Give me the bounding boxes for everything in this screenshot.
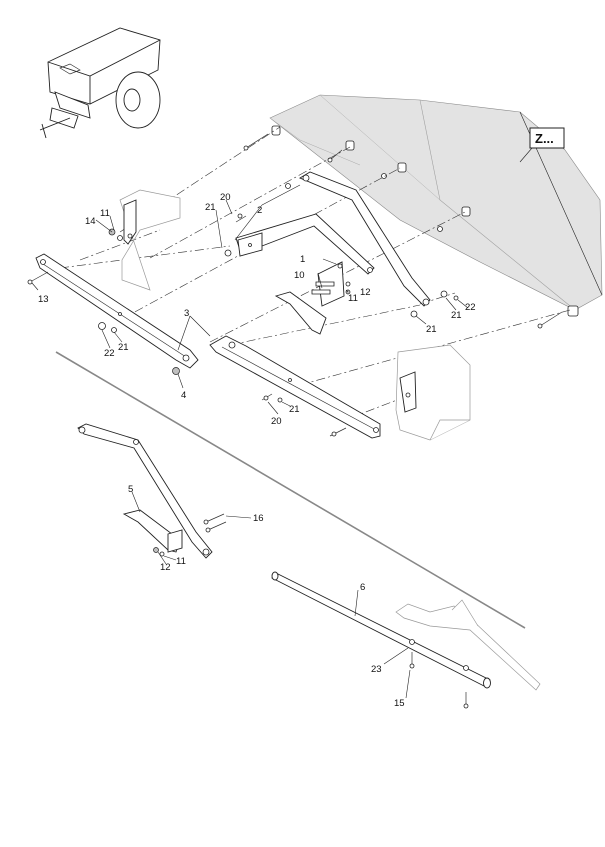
callout-21-bottom: 21 xyxy=(289,404,300,415)
callout-11-top-left: 11 xyxy=(100,208,110,219)
callout-1: 1 xyxy=(300,254,305,265)
hopper-mount-points xyxy=(243,125,579,329)
lower-arm-assembly xyxy=(77,423,227,559)
detail-reference: Z... xyxy=(519,127,565,163)
callout-11-center: 11 xyxy=(348,293,358,304)
tube-assembly xyxy=(271,571,541,709)
spreader-thumbnail xyxy=(39,27,161,139)
callout-12-center: 12 xyxy=(360,287,371,298)
callout-23: 23 xyxy=(371,664,382,675)
right-lower-frame-ghost xyxy=(395,344,471,441)
callout-15: 15 xyxy=(394,698,405,709)
right-hardware xyxy=(224,213,459,437)
callout-22-right: 22 xyxy=(465,302,476,313)
callouts: 1 2 3 4 5 6 10 11 11 11 12 12 13 14 15 1… xyxy=(38,192,476,709)
callout-21-top: 21 xyxy=(205,202,216,213)
support-bar-left xyxy=(35,253,199,369)
leader-lines xyxy=(31,184,469,699)
callout-2: 2 xyxy=(257,205,262,216)
angled-bracket xyxy=(274,291,327,335)
arm-assembly xyxy=(235,171,431,307)
callout-6: 6 xyxy=(360,582,365,593)
callout-3: 3 xyxy=(184,308,189,319)
callout-4: 4 xyxy=(181,390,186,401)
callout-11-lower: 11 xyxy=(176,556,186,567)
callout-5: 5 xyxy=(128,484,133,495)
callout-16: 16 xyxy=(253,513,264,524)
detail-reference-label: Z... xyxy=(535,131,554,146)
callout-20-bottom: 20 xyxy=(271,416,282,427)
callout-14: 14 xyxy=(85,216,96,227)
section-divider xyxy=(55,351,526,629)
callout-21-left: 21 xyxy=(118,342,129,353)
left-frame-ghost xyxy=(119,189,181,291)
left-hardware xyxy=(27,228,180,375)
support-bar-right xyxy=(209,335,381,439)
callout-20-top: 20 xyxy=(220,192,231,203)
callout-21-right-a: 21 xyxy=(451,310,462,321)
callout-13: 13 xyxy=(38,294,49,305)
callout-12-lower: 12 xyxy=(160,562,171,573)
mount-plate xyxy=(311,261,351,307)
callout-22-left: 22 xyxy=(104,348,115,359)
callout-10: 10 xyxy=(294,270,305,281)
callout-21-right-b: 21 xyxy=(426,324,437,335)
